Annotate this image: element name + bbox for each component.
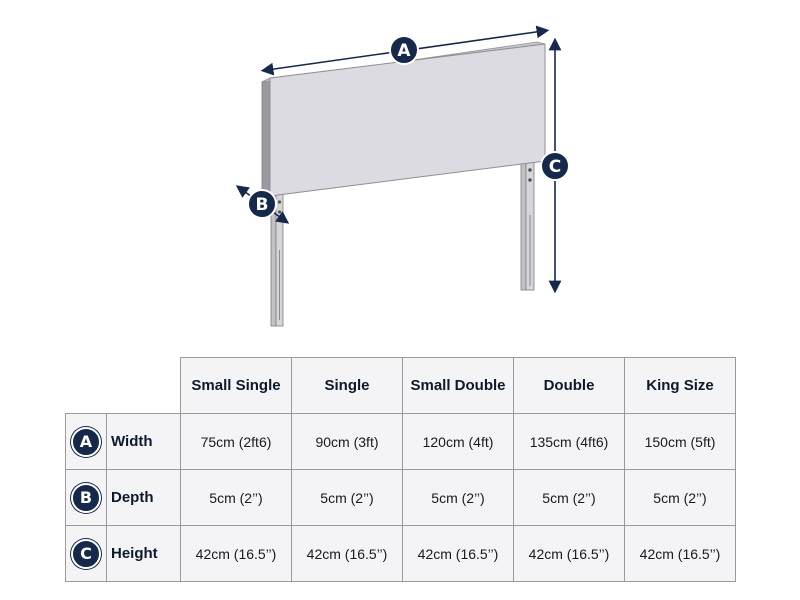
dimension-a: A (260, 25, 550, 76)
badge-b-icon: B (71, 482, 101, 513)
height-single: 42cm (16.5’’) (291, 525, 403, 582)
badge-b-text: B (256, 195, 269, 215)
depth-small-double: 5cm (2’’) (402, 469, 514, 526)
row-label-height: Height (106, 525, 181, 582)
width-double: 135cm (4ft6) (513, 413, 625, 470)
table-row-depth: B Depth 5cm (2’’) 5cm (2’’) 5cm (2’’) 5c… (65, 469, 736, 526)
column-header-small-double: Small Double (402, 357, 514, 414)
table-row-height: C Height 42cm (16.5’’) 42cm (16.5’’) 42c… (65, 525, 736, 582)
height-double: 42cm (16.5’’) (513, 525, 625, 582)
depth-king-size: 5cm (2’’) (624, 469, 736, 526)
depth-small-single: 5cm (2’’) (180, 469, 292, 526)
height-small-single: 42cm (16.5’’) (180, 525, 292, 582)
badge-a-icon: A (71, 426, 101, 457)
column-header-small-single: Small Single (180, 357, 292, 414)
badge-a-text: A (397, 41, 411, 61)
row-badge-cell: B (65, 469, 107, 526)
row-badge-cell: C (65, 525, 107, 582)
column-header-king-size: King Size (624, 357, 736, 414)
header-blank-cell (65, 357, 181, 414)
width-small-double: 120cm (4ft) (402, 413, 514, 470)
badge-c-icon: C (71, 538, 101, 569)
width-small-single: 75cm (2ft6) (180, 413, 292, 470)
column-header-double: Double (513, 357, 625, 414)
row-badge-cell: A (65, 413, 107, 470)
dimension-b: B (235, 185, 290, 224)
width-king-size: 150cm (5ft) (624, 413, 736, 470)
row-label-width: Width (106, 413, 181, 470)
badge-c-text: C (549, 157, 561, 177)
table-header-row: Small Single Single Small Double Double … (65, 357, 736, 414)
depth-single: 5cm (2’’) (291, 469, 403, 526)
dimension-c: C (540, 37, 570, 294)
table-row-width: A Width 75cm (2ft6) 90cm (3ft) 120cm (4f… (65, 413, 736, 470)
width-single: 90cm (3ft) (291, 413, 403, 470)
column-header-single: Single (291, 357, 403, 414)
size-specification-table: Small Single Single Small Double Double … (65, 357, 736, 582)
row-label-depth: Depth (106, 469, 181, 526)
height-small-double: 42cm (16.5’’) (402, 525, 514, 582)
height-king-size: 42cm (16.5’’) (624, 525, 736, 582)
headboard-diagram: A C B (235, 25, 570, 327)
right-leg (520, 159, 535, 291)
depth-double: 5cm (2’’) (513, 469, 625, 526)
